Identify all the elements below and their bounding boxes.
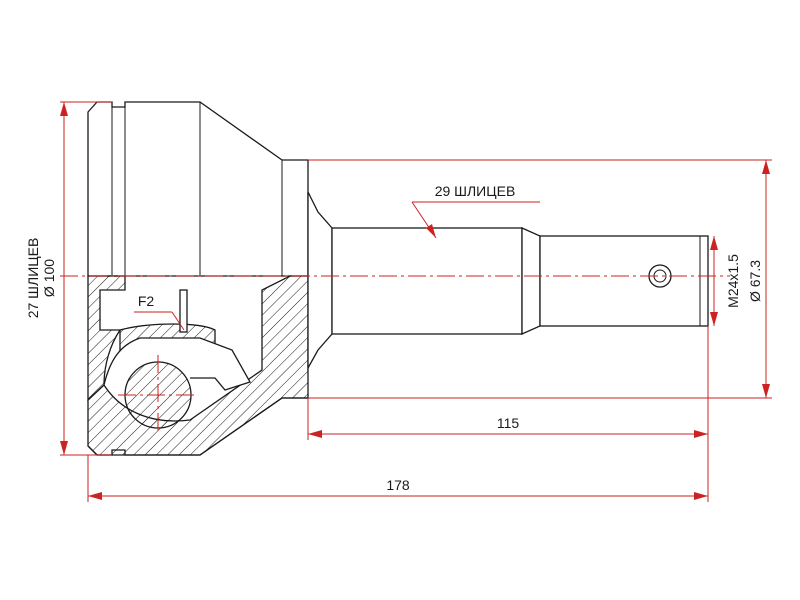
spline-section bbox=[331, 227, 523, 335]
dim-m24-arrow-top bbox=[710, 236, 718, 250]
dim-115-arrow-left bbox=[308, 430, 322, 438]
f2-marker-rod bbox=[179, 289, 188, 333]
dim-67-arrow-top bbox=[762, 160, 770, 174]
dim-100-arrow-bottom bbox=[60, 441, 68, 455]
dimensions bbox=[60, 101, 772, 502]
threaded-end bbox=[539, 235, 709, 327]
dim-115-arrow-right bbox=[694, 430, 708, 438]
label-outer-splines: 27 ШЛИЦЕВ bbox=[25, 238, 41, 319]
shaft-taper bbox=[521, 226, 541, 336]
dim-m24-arrow-bottom bbox=[710, 312, 718, 326]
label-total-length: 178 bbox=[386, 477, 410, 493]
label-shaft-diameter: Ø 67.3 bbox=[747, 260, 763, 302]
housing-top-outline bbox=[87, 101, 309, 277]
dim-67-arrow-bottom bbox=[762, 384, 770, 398]
label-outer-diameter: Ø 100 bbox=[41, 259, 57, 297]
label-shaft-length: 115 bbox=[497, 415, 520, 431]
housing bbox=[87, 101, 309, 456]
shaft-neck bbox=[307, 191, 333, 371]
f2-leader bbox=[171, 311, 185, 331]
dim-178-arrow-left bbox=[88, 492, 102, 500]
splines-leader-arrow bbox=[426, 224, 436, 238]
label-callout-f2: F2 bbox=[138, 293, 155, 309]
label-shaft-splines: 29 ШЛИЦЕВ bbox=[435, 183, 516, 199]
label-thread: M24x1.5 bbox=[725, 254, 741, 308]
dim-100-arrow-top bbox=[60, 102, 68, 116]
dim-178-arrow-right bbox=[694, 492, 708, 500]
shaft bbox=[307, 191, 709, 371]
